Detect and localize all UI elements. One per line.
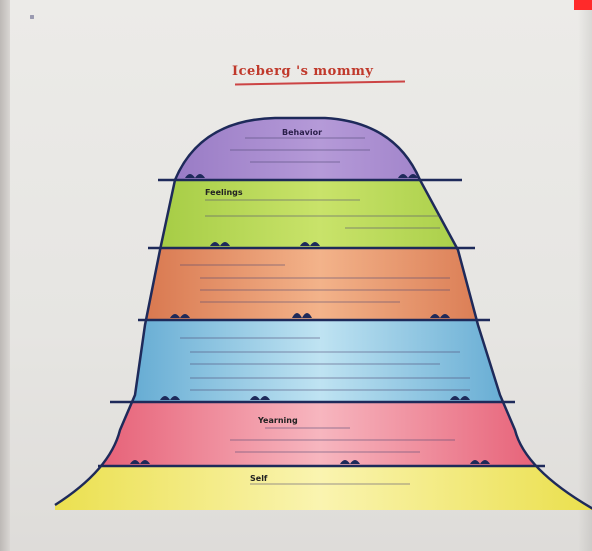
red-corner-mark (574, 0, 592, 10)
paper-edge (0, 0, 10, 551)
layer-perceptions (55, 248, 592, 320)
layer-label-feelings: Feelings (205, 188, 243, 197)
layer-label-behavior: Behavior (282, 128, 323, 137)
layer-self (55, 466, 592, 510)
paper-shadow (578, 0, 592, 551)
layer-yearning (55, 402, 592, 466)
layer-label-self: Self (250, 474, 268, 483)
layer-feelings (55, 180, 592, 248)
layer-label-yearning: Yearning (258, 416, 298, 425)
iceberg-outline (54, 116, 592, 510)
iceberg-title: Iceberg 's mommy (232, 64, 374, 79)
layer-behavior (55, 118, 592, 180)
